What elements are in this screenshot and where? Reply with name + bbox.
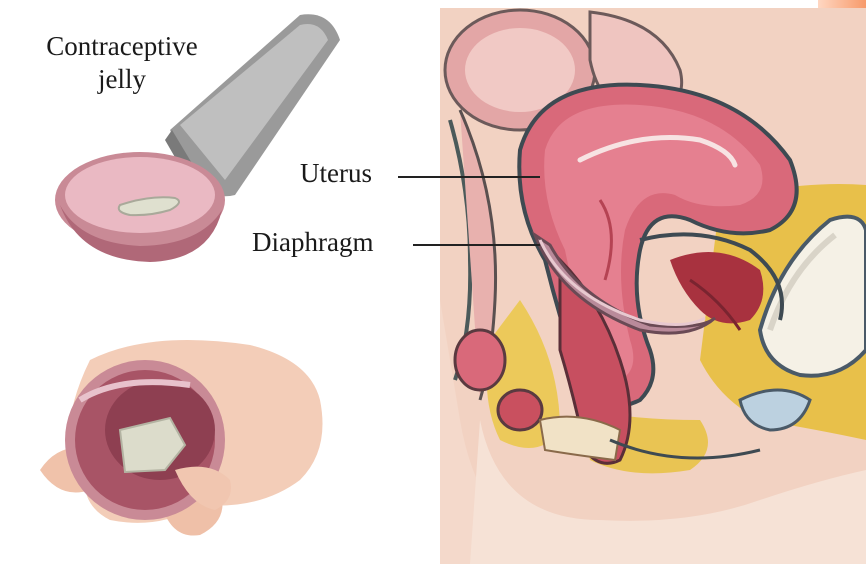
contraceptive-jelly-line2: jelly: [22, 63, 222, 96]
diaphragm-cup-icon: [55, 152, 225, 262]
uterus-label: Uterus: [300, 158, 372, 189]
pelvis-cross-section: [440, 8, 866, 564]
contraceptive-jelly-label: Contraceptive jelly: [22, 30, 222, 96]
contraceptive-jelly-line1: Contraceptive: [22, 30, 222, 63]
diaphragm-label: Diaphragm: [252, 227, 373, 258]
